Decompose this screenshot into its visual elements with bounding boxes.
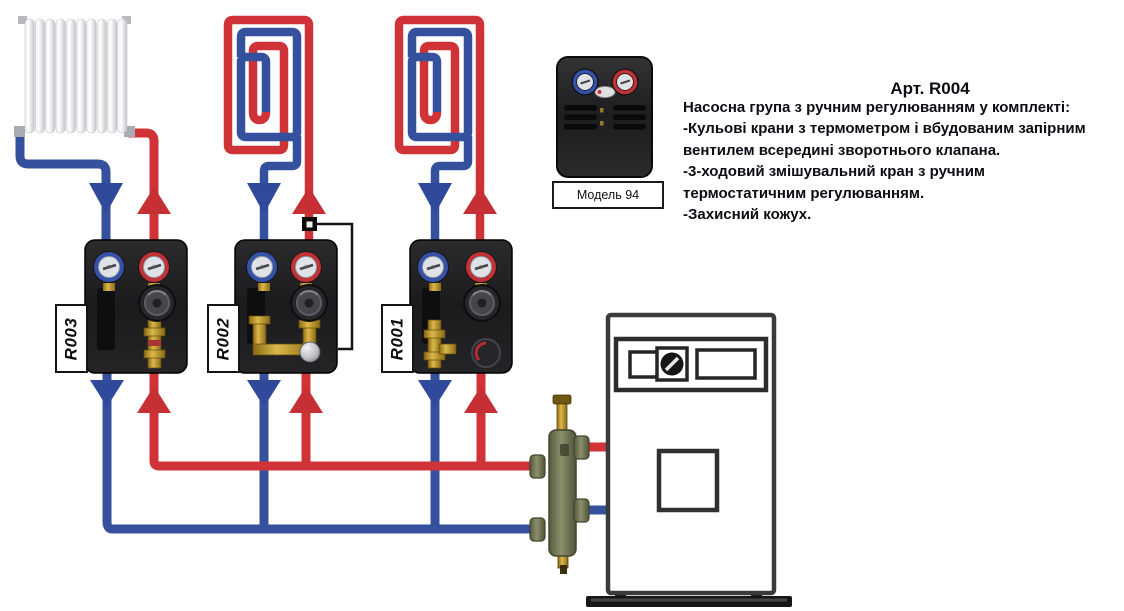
model-label: Модель 94 — [552, 181, 664, 209]
pump-group-label-r002: R002 — [207, 304, 240, 373]
flow-arrow-down-icon — [247, 380, 281, 407]
hydraulic-separator — [529, 394, 590, 574]
thermometer-return — [571, 68, 599, 96]
supply-pipes-red — [128, 128, 610, 471]
circulation-pump — [463, 284, 501, 322]
return-pipes-blue — [15, 133, 610, 534]
thermometer-supply — [136, 249, 172, 285]
pump-group-label-text: R002 — [213, 317, 233, 360]
flow-arrow-down-icon — [89, 183, 123, 214]
article-title: Арт. R004 — [890, 79, 970, 98]
pump-group-label-r003: R003 — [55, 304, 88, 373]
thermometer-return — [91, 249, 127, 285]
pump-group-r001 — [409, 239, 513, 374]
thermometer-supply — [463, 249, 499, 285]
pump-group-label-text: R003 — [61, 317, 81, 360]
underfloor-heating-coil-right — [399, 20, 497, 240]
flow-arrow-down-icon — [90, 380, 124, 407]
thermometer-supply — [611, 68, 639, 96]
flow-arrow-up-icon — [464, 386, 498, 413]
circulation-pump — [138, 284, 176, 322]
panel-radiator — [14, 16, 135, 137]
flow-arrow-up-icon — [137, 187, 171, 214]
flow-arrow-up-icon — [137, 386, 171, 413]
underfloor-heating-coil-left — [228, 20, 326, 240]
flow-arrow-up-icon — [289, 386, 323, 413]
boiler-window — [656, 448, 720, 513]
circulation-pump — [290, 284, 328, 322]
pump-group-label-text: R001 — [387, 317, 407, 360]
covered-pump-unit — [556, 56, 653, 178]
description-line: Насосна група з ручним регулюванням у ко… — [683, 99, 1071, 116]
capillary-thermostat-sensor — [302, 217, 354, 351]
model-label-text: Модель 94 — [576, 188, 640, 202]
product-description: Насосна група з ручним регулюванням у ко… — [683, 97, 1086, 225]
description-line: -Кульові крани з термометром і вбудовани… — [683, 120, 1086, 138]
pump-group-label-r001: R001 — [381, 304, 414, 373]
thermometer-supply — [288, 249, 324, 285]
flow-arrow-down-icon — [418, 380, 452, 407]
pump-group-r003 — [84, 239, 188, 374]
boiler-display — [695, 348, 757, 380]
thermometer-return — [244, 249, 280, 285]
thermometer-return — [415, 249, 451, 285]
description-line: термостатичним регулюванням. — [683, 184, 925, 202]
boiler — [586, 312, 792, 607]
description-line: -Захисний кожух. — [683, 206, 812, 224]
mixing-valve-ball-handle — [299, 341, 321, 363]
description-line: -3-ходовий змішувальний кран з ручним — [683, 163, 986, 181]
capillary-tube — [317, 222, 354, 351]
description-line: вентилем всередині зворотнього клапана. — [683, 141, 1001, 159]
brand-logo-icon — [594, 86, 616, 98]
pump-group-r002 — [234, 239, 338, 374]
